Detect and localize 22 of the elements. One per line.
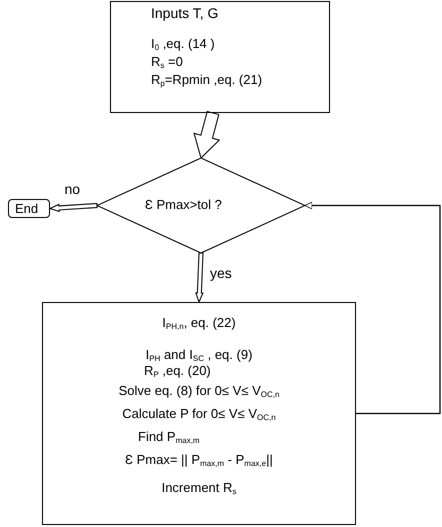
text-line: Solve eq. (8) for 0≤ V≤ V$_{OC,n}$	[118, 383, 280, 401]
process-box	[110, 1, 330, 113]
text-line: I$_{PH,n}$, eq. (22)	[161, 315, 237, 333]
arrow	[304, 202, 441, 414]
text-line: Increment R$_{s}$	[160, 480, 238, 498]
text-line: Find P$_{max,m}$	[138, 429, 200, 447]
terminal-box	[8, 199, 50, 218]
arrow	[193, 110, 220, 159]
text-line: Ɛ Pmax= || P$_{max,m}$ - P$_{max,e}$||	[124, 452, 274, 470]
process-box	[42, 302, 356, 525]
arrow	[48, 202, 98, 212]
arrow	[195, 252, 204, 304]
text-line: Calculate P for 0≤ V≤ V$_{OC,n}$	[121, 406, 277, 424]
text-line: I$_{0}$ ,eq. (14 )	[151, 36, 215, 54]
text-line: R$_{s}$ =0	[151, 54, 183, 72]
text-line: R$_{P}$ ,eq. (20)	[144, 363, 211, 381]
decision-diamond	[97, 158, 305, 253]
text-line: Ɛ Pmax>tol ?	[145, 197, 222, 212]
text-line: End	[15, 201, 38, 216]
text-line: I$_{PH}$ and I$_{SC}$ , eq. (9)	[144, 347, 254, 365]
text-line: R$_{p}$=Rpmin ,eq. (21)	[151, 72, 262, 90]
heading: Inputs T, G	[151, 6, 218, 21]
